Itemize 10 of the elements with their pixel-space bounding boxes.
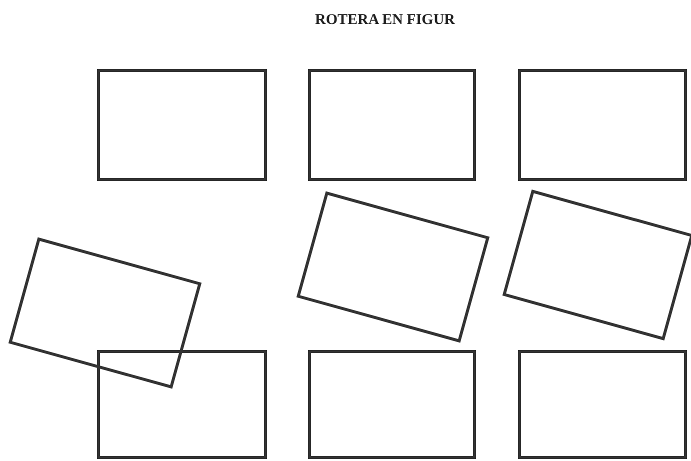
rectangle-outline bbox=[8, 237, 202, 389]
rectangle-outline bbox=[308, 350, 476, 458]
rectangle-outline bbox=[518, 69, 686, 181]
rectangle-outline bbox=[518, 350, 686, 458]
rectangle-outline bbox=[97, 350, 267, 458]
rectangle-outline bbox=[308, 69, 476, 181]
title: ROTERA EN FIGUR bbox=[314, 12, 456, 29]
rectangle-outline bbox=[97, 69, 267, 181]
rectangle-outline bbox=[502, 190, 691, 340]
rectangle-outline bbox=[296, 191, 490, 343]
